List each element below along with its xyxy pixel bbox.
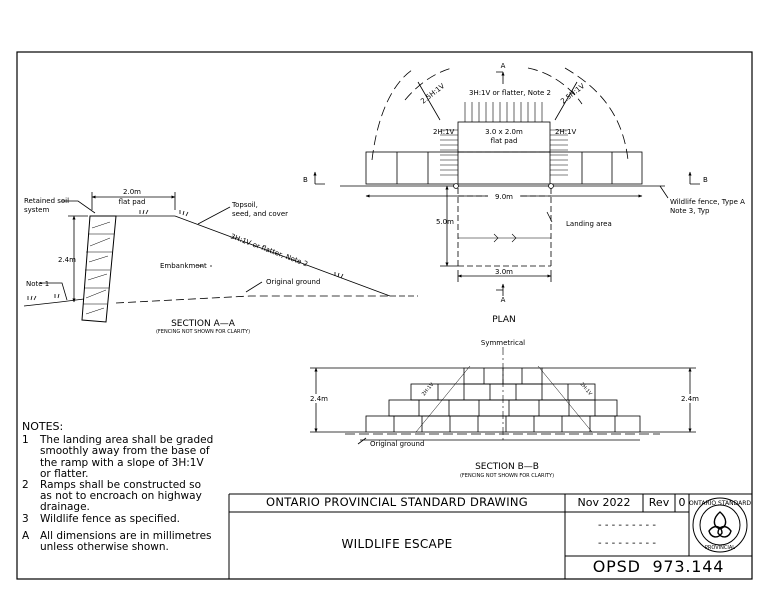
- rev-label: Rev: [648, 496, 670, 509]
- plan-side-right: 2H:1V: [555, 128, 577, 136]
- rev-value: 0: [678, 496, 686, 509]
- aa-original-ground: Original ground: [266, 278, 320, 286]
- plan-section-b-left: B: [303, 176, 308, 184]
- aa-subtitle: (FENCING NOT SHOWN FOR CLARITY): [156, 329, 250, 335]
- note-line: The landing area shall be graded: [40, 434, 214, 447]
- plan-section-a-bottom: A: [501, 296, 506, 304]
- plan-landing-width: 3.0m: [495, 268, 513, 276]
- plan-fence-2: Note 3, Typ: [670, 207, 710, 215]
- plan-fence-1: Wildlife fence, Type A: [670, 198, 745, 206]
- note-item: A All dimensions are in millimetres unle…: [22, 529, 232, 554]
- section-aa-labels: 2.0m flat pad Retained soil system Topso…: [24, 188, 320, 335]
- aa-height: 2.4m: [58, 256, 76, 264]
- aa-slope: 3H:1V or flatter, Note 2: [229, 232, 309, 268]
- plan-title: PLAN: [492, 315, 516, 325]
- plan-pad-2: flat pad: [491, 137, 518, 145]
- sheet-border: [16, 51, 753, 580]
- aa-retained-soil-1: Retained soil: [24, 197, 69, 205]
- plan-slope-right: 2.5H:1V: [559, 82, 586, 106]
- bb-height-right: 2.4m: [681, 395, 699, 403]
- aa-flat-pad-dim: 2.0m: [123, 188, 141, 196]
- section-bb-labels: Symmetrical 2.4m 2.4m 2H:1V 2H:1V Origin…: [305, 339, 704, 479]
- plan-section-b-right: B: [703, 176, 708, 184]
- plan-width: 9.0m: [495, 193, 513, 201]
- note-number: 1: [22, 434, 29, 447]
- note-line: Ramps shall be constructed so: [40, 479, 202, 492]
- plan-depth: 5.0m: [436, 218, 454, 226]
- plan-slope-left: 2.5H:1V: [419, 82, 446, 106]
- plan-pad-1: 3.0 x 2.0m: [485, 128, 523, 136]
- section-aa-drawing: [23, 192, 418, 323]
- bb-height-left-bg: [305, 394, 333, 403]
- note-line: All dimensions are in millimetres: [40, 529, 212, 542]
- drawing-title: WILDLIFE ESCAPE: [341, 537, 453, 551]
- agency-label: ONTARIO PROVINCIAL STANDARD DRAWING: [265, 495, 529, 509]
- drawing-number: OPSD 973.144: [592, 557, 725, 576]
- notes-block: NOTES: 1 The landing area shall be grade…: [22, 421, 232, 553]
- bb-subtitle: (FENCING NOT SHOWN FOR CLARITY): [460, 473, 554, 479]
- plan-side-left: 2H:1V: [433, 128, 455, 136]
- aa-embankment: Embankment: [160, 262, 207, 270]
- note-item: 1 The landing area shall be graded smoot…: [22, 434, 232, 480]
- title-block-text: ONTARIO STANDARD PROVINCIAL: [689, 500, 751, 551]
- plan-section-a-top: A: [501, 62, 506, 70]
- note-line: drainage.: [40, 501, 90, 514]
- note-line: or flatter.: [40, 467, 89, 480]
- note-line: as not to encroach on highway: [40, 490, 202, 503]
- aa-flat-pad: flat pad: [119, 198, 146, 206]
- note-item: 2 Ramps shall be constructed so as not t…: [22, 479, 232, 514]
- note-item: 3 Wildlife fence as specified.: [22, 512, 232, 525]
- note-number: 3: [22, 512, 29, 525]
- bb-title: SECTION B—B: [475, 462, 539, 472]
- plan-landing: Landing area: [566, 220, 612, 228]
- aa-topsoil-2: seed, and cover: [232, 210, 288, 218]
- bb-symmetrical: Symmetrical: [481, 339, 525, 347]
- drawing-date: Nov 2022: [577, 496, 631, 509]
- plan-drawing: [315, 67, 700, 296]
- notes-heading: NOTES:: [22, 420, 64, 433]
- aa-retained-soil-2: system: [24, 206, 49, 214]
- note-number: 2: [22, 479, 29, 492]
- blank-line-1: - - - - - - - - -: [598, 520, 656, 531]
- bb-original-ground: Original ground: [370, 440, 424, 448]
- note-line: the ramp with a slope of 3H:1V: [40, 456, 204, 469]
- note-line: unless otherwise shown.: [40, 541, 169, 554]
- bb-height-right-bg: [676, 394, 704, 403]
- seal-text-top: ONTARIO STANDARD: [689, 500, 751, 507]
- plan-slope-top: 3H:1V or flatter, Note 2: [469, 89, 551, 97]
- blank-line-2: - - - - - - - - -: [598, 538, 656, 549]
- aa-note1: Note 1: [26, 280, 49, 288]
- plan-width-bg: [488, 191, 520, 201]
- seal-text-bottom: PROVINCIAL: [705, 545, 735, 551]
- plan-labels: A A B B 2.5H:1V 2.5H:1V 3H:1V or flatter…: [303, 62, 745, 325]
- section-bb-drawing: [310, 347, 696, 445]
- aa-title: SECTION A—A: [171, 319, 236, 329]
- note-line: Wildlife fence as specified.: [40, 512, 180, 525]
- title-block: [228, 493, 752, 579]
- bb-height-left: 2.4m: [310, 395, 328, 403]
- note-line: smoothly away from the base of: [40, 445, 210, 458]
- aa-topsoil-1: Topsoil,: [231, 201, 258, 209]
- note-number: A: [22, 529, 30, 542]
